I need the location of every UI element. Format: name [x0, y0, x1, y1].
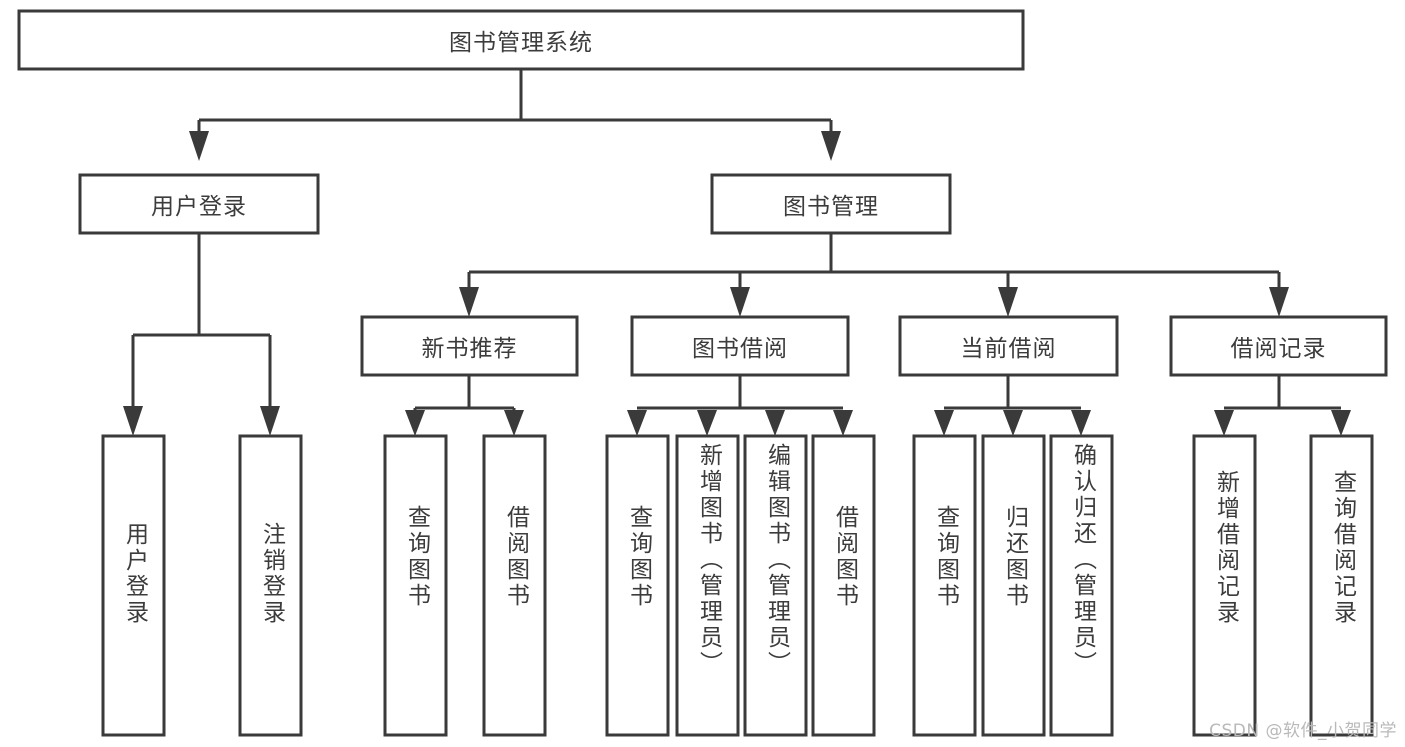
node-box-book-borrow[interactable] — [630, 315, 850, 377]
arrow-bb-leaf-4 — [833, 410, 853, 436]
arrow-userlogin-leaf-2 — [260, 406, 280, 436]
node-box-leaf-add-book[interactable] — [675, 434, 740, 737]
node-box-leaf-query-record[interactable] — [1309, 434, 1374, 737]
node-box-leaf-borrow-book-2[interactable] — [811, 434, 876, 737]
node-box-borrow-record[interactable] — [1169, 315, 1388, 377]
arrow-root-to-book-manage — [821, 131, 841, 161]
arrow-bb-leaf-2 — [697, 410, 717, 436]
node-box-leaf-query-book-2[interactable] — [605, 434, 670, 737]
node-box-user-login[interactable] — [78, 173, 320, 235]
arrow-nbr-leaf-2 — [504, 410, 524, 436]
arrow-root-to-user-login — [189, 131, 209, 161]
node-box-current-borrow[interactable] — [898, 315, 1119, 377]
watermark: CSDN @软件_小贺同学 — [1209, 721, 1397, 741]
node-box-new-book-rec[interactable] — [360, 315, 579, 377]
node-box-leaf-add-record[interactable] — [1192, 434, 1257, 737]
arrow-bb-leaf-1 — [627, 410, 647, 436]
arrow-cb-leaf-2 — [1003, 410, 1023, 436]
arrow-bm-to-book-borrow — [730, 287, 750, 317]
arrow-br-leaf-1 — [1214, 410, 1234, 436]
connector-layer — [123, 69, 1351, 436]
arrow-bm-to-current-borrow — [998, 287, 1018, 317]
arrow-userlogin-leaf-1 — [123, 406, 143, 436]
node-box-leaf-logout[interactable] — [238, 434, 303, 737]
arrow-nbr-leaf-1 — [405, 410, 425, 436]
node-box-leaf-borrow-book-1[interactable] — [482, 434, 547, 737]
node-box-leaf-user-login[interactable] — [101, 434, 166, 737]
node-layer — [17, 9, 1388, 737]
node-box-book-manage[interactable] — [710, 173, 952, 235]
arrow-bm-to-borrow-record — [1269, 287, 1289, 317]
node-box-leaf-query-book-3[interactable] — [912, 434, 977, 737]
arrow-bm-to-new-book-rec — [459, 287, 479, 317]
arrow-cb-leaf-3 — [1071, 410, 1091, 436]
arrow-cb-leaf-1 — [934, 410, 954, 436]
node-box-leaf-return-book[interactable] — [981, 434, 1046, 737]
arrow-br-leaf-2 — [1331, 410, 1351, 436]
arrow-bb-leaf-3 — [765, 410, 785, 436]
node-box-leaf-confirm-return[interactable] — [1049, 434, 1114, 737]
node-box-leaf-edit-book[interactable] — [743, 434, 808, 737]
node-box-leaf-query-book-1[interactable] — [383, 434, 448, 737]
node-box-root[interactable] — [17, 9, 1025, 71]
